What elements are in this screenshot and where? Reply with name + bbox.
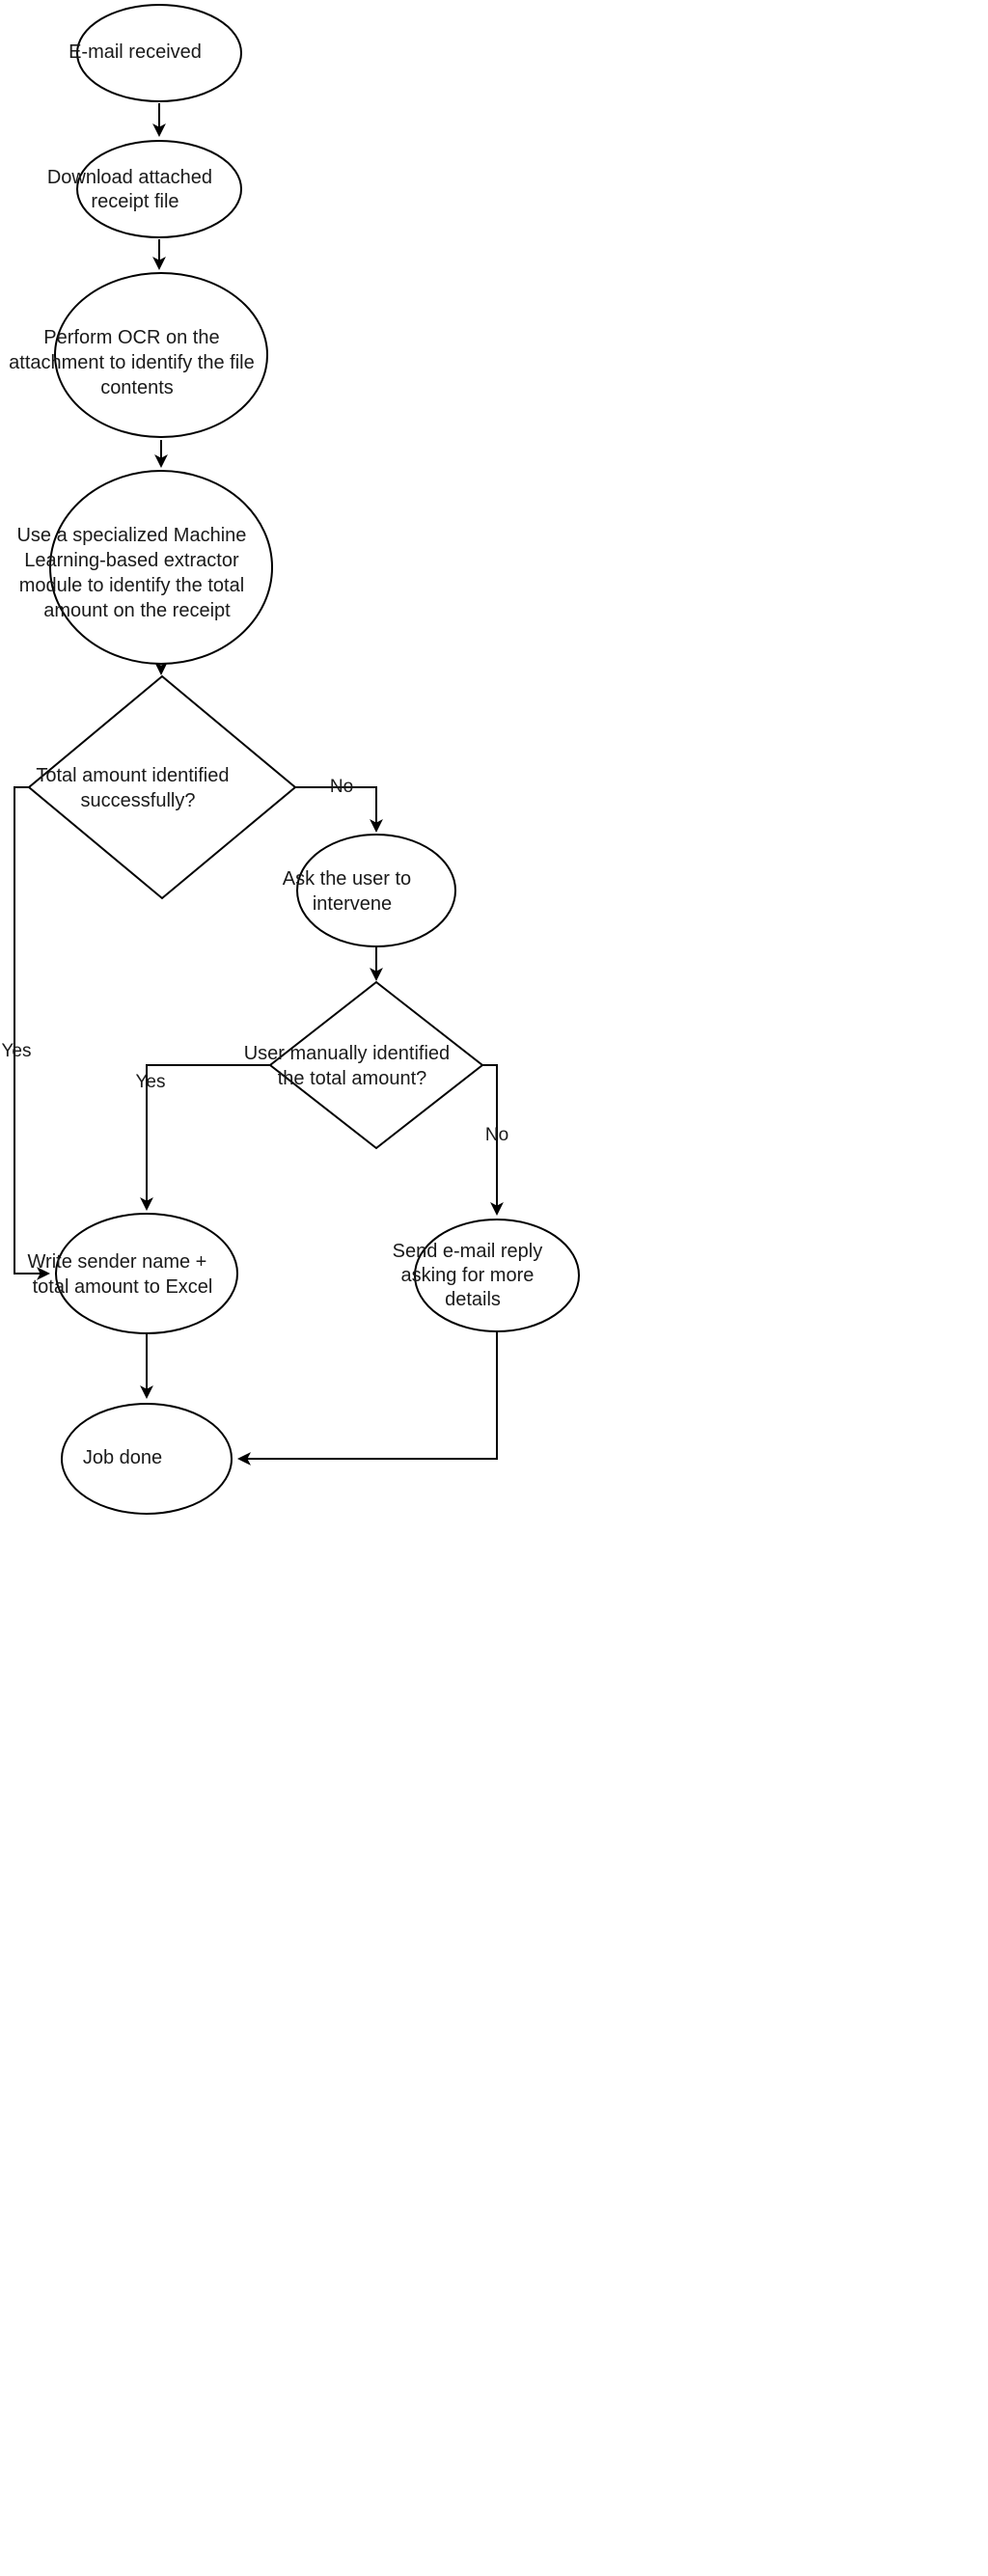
node-user-manual-decision[interactable]: User manually identified the total amoun… xyxy=(244,980,509,1150)
edge-layer xyxy=(14,103,504,1466)
node-send-reply-label: Send e-mail reply asking for more detail… xyxy=(393,1241,602,1310)
edge-label-yes-decision2: Yes xyxy=(136,1072,166,1092)
node-ask-user-shape xyxy=(296,834,456,947)
node-download-attachment-label: Download attached receipt file xyxy=(47,167,271,212)
edge-decision1-yes-to-excel xyxy=(14,786,50,1280)
node-job-done[interactable]: Job done xyxy=(61,1403,233,1515)
node-total-identified-decision-label: Total amount identified successfully? xyxy=(36,765,288,811)
node-download-attachment-shape xyxy=(76,140,242,238)
node-download-attachment[interactable]: Download attached receipt file xyxy=(47,140,271,238)
node-layer: E-mail received Download attached receip… xyxy=(9,4,602,1515)
node-send-reply-shape xyxy=(414,1219,580,1332)
edge-decision1-no-to-ask-user xyxy=(295,786,383,833)
node-send-reply[interactable]: Send e-mail reply asking for more detail… xyxy=(393,1219,602,1332)
edge-decision2-no-to-send-reply xyxy=(482,1064,504,1216)
node-perform-ocr-shape xyxy=(54,272,268,438)
node-ask-user-label: Ask the user to intervene xyxy=(283,868,471,915)
node-ml-extractor[interactable]: Use a specialized Machine Learning-based… xyxy=(16,470,305,665)
node-email-received[interactable]: E-mail received xyxy=(69,4,250,102)
node-ml-extractor-shape xyxy=(49,470,273,665)
node-total-identified-decision-shape xyxy=(27,674,297,900)
node-email-received-label: E-mail received xyxy=(69,41,250,63)
node-user-manual-decision-shape xyxy=(268,980,484,1150)
edge-send-reply-to-job-done xyxy=(237,1332,498,1466)
node-write-to-excel[interactable]: Write sender name + total amount to Exce… xyxy=(28,1213,266,1334)
node-total-identified-decision[interactable]: Total amount identified successfully? xyxy=(27,674,297,900)
node-perform-ocr[interactable]: Perform OCR on the attachment to identif… xyxy=(9,272,314,438)
edge-label-no-decision2: No xyxy=(485,1125,508,1145)
node-write-to-excel-shape xyxy=(55,1213,238,1334)
node-ml-extractor-label: Use a specialized Machine Learning-based… xyxy=(16,525,305,621)
edge-label-no-decision1: No xyxy=(330,777,353,797)
node-email-received-shape xyxy=(76,4,242,102)
node-perform-ocr-label: Perform OCR on the attachment to identif… xyxy=(9,327,314,398)
node-job-done-label: Job done xyxy=(83,1447,210,1468)
edge-decision2-yes-to-excel xyxy=(140,1064,270,1211)
node-write-to-excel-label: Write sender name + total amount to Exce… xyxy=(28,1251,266,1298)
edge-label-yes-decision1: Yes xyxy=(2,1041,32,1061)
edge-label-layer: No Yes Yes No xyxy=(2,777,509,1145)
node-ask-user[interactable]: Ask the user to intervene xyxy=(283,834,471,947)
node-user-manual-decision-label: User manually identified the total amoun… xyxy=(244,1043,509,1089)
node-job-done-shape xyxy=(61,1403,233,1515)
